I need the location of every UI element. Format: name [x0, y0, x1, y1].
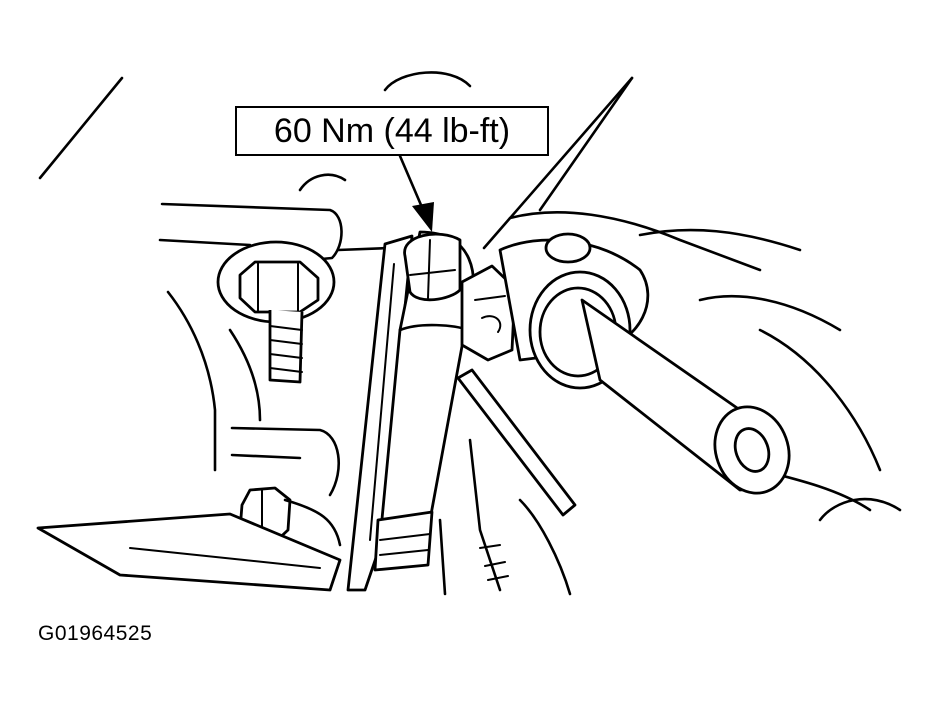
frame-line-diagonal — [482, 76, 634, 250]
lower-line-3 — [518, 498, 572, 596]
housing-boss — [544, 232, 592, 264]
sleeve-bracket — [346, 234, 414, 592]
lower-line-2 — [438, 518, 447, 596]
lower-structure-lines — [438, 438, 572, 596]
tie-rod-end-hex — [403, 232, 462, 302]
tie-rod-clamp-lines — [379, 533, 431, 556]
lower-arm-edge — [129, 547, 321, 569]
housing-right-arc — [758, 328, 882, 472]
lower-bracket-edge-2 — [230, 453, 302, 460]
top-fragment-2 — [298, 173, 347, 192]
housing-right-lower-2 — [818, 497, 902, 522]
leader-line — [398, 154, 426, 214]
torque-callout-box: 60 Nm (44 lb-ft) — [235, 106, 549, 156]
ball-joint-nut-assembly — [216, 240, 336, 384]
housing-right-upper — [508, 211, 762, 272]
cotter-clip — [460, 264, 517, 362]
pin-rod-body — [456, 368, 577, 517]
background-frame-lines — [38, 71, 634, 250]
lower-hatch — [479, 544, 509, 581]
frame-line-diagonal-2 — [538, 76, 634, 212]
leader-arrowhead — [412, 202, 434, 232]
clip-detail — [474, 295, 506, 333]
tie-rod — [373, 230, 475, 572]
shaft-assembly — [498, 232, 791, 495]
lower-bracket-edge — [230, 426, 341, 497]
lower-line-1 — [468, 438, 502, 592]
housing-upper-edge-2 — [158, 238, 252, 247]
clip-body — [460, 264, 517, 362]
sleeve-bracket-fold — [369, 263, 395, 541]
shaft-bore — [733, 427, 771, 473]
tie-rod-end-facets — [409, 239, 456, 299]
hex-nut-facets — [257, 261, 299, 313]
housing-inner-contour — [228, 328, 262, 422]
callout-leader — [398, 154, 434, 232]
figure-id-label: G01964525 — [38, 622, 153, 645]
tie-rod-clamp — [373, 510, 434, 572]
housing-link — [336, 246, 392, 252]
housing-right-upper-2 — [638, 228, 802, 252]
frame-line-left — [38, 76, 124, 180]
flange-bolt-body — [283, 498, 342, 547]
lower-arm-body — [36, 512, 342, 592]
sleeve-bracket-outer — [346, 234, 414, 592]
hex-nut — [238, 260, 320, 314]
pin-rod — [456, 368, 577, 517]
lower-arm — [36, 512, 342, 592]
housing-right-mid — [698, 294, 842, 332]
housing-upper-edge — [160, 202, 343, 264]
top-fragment — [383, 71, 472, 92]
stud-threads — [269, 325, 303, 373]
torque-value-label: 60 Nm (44 lb-ft) — [273, 112, 511, 150]
housing-left-contour — [166, 290, 217, 472]
